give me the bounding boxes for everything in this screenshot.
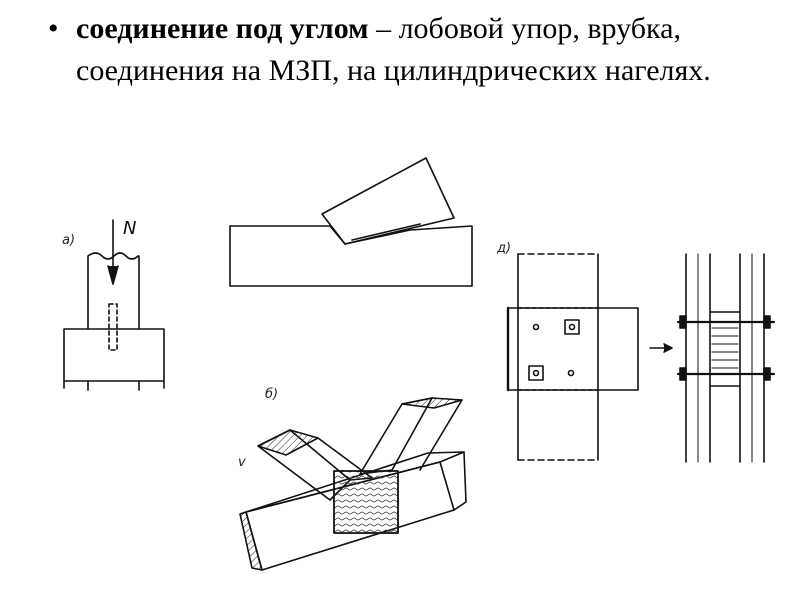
figure-b-truss-node: б) v	[238, 387, 467, 571]
figure-a-label: а)	[62, 233, 75, 248]
right-member-end	[401, 397, 463, 409]
left-member-end	[257, 429, 319, 456]
chord-end	[239, 511, 263, 571]
post-outline	[87, 252, 140, 330]
beam-outline	[63, 328, 165, 389]
notch-rafter	[321, 157, 455, 245]
figure-a-butt-joint: а) N	[62, 218, 165, 391]
right-member	[359, 397, 433, 475]
svg-text:v: v	[238, 455, 246, 470]
through-bolt-bottom	[676, 367, 776, 381]
bolt-washer	[564, 319, 580, 335]
side-column-left	[685, 253, 711, 463]
force-arrowhead	[107, 265, 119, 285]
figure-d-bolted-joint: д)	[496, 241, 776, 463]
side-column-right	[739, 253, 765, 463]
bolt	[567, 369, 575, 377]
bullet-text: соединение под углом – лобовой упор, вру…	[76, 8, 788, 92]
figure-b-label: б)	[265, 387, 278, 402]
force-label-n: N	[123, 218, 136, 239]
notch-beam	[229, 225, 473, 287]
bullet-marker: •	[48, 12, 59, 45]
figure-notch-joint	[229, 157, 473, 287]
bolt-washer	[528, 365, 544, 381]
bullet-item: • соединение под углом – лобовой упор, в…	[48, 8, 788, 92]
figure-d-label: д)	[496, 241, 511, 256]
column-outline	[517, 253, 599, 461]
spacer	[709, 311, 741, 387]
bullet-description: – лобовой упор, врубка, соединения на МЗ…	[76, 12, 711, 87]
through-bolt-top	[676, 315, 776, 329]
dowel-dashed	[108, 303, 118, 351]
bullet-term: соединение под углом	[76, 12, 369, 45]
gusset-plate	[333, 470, 399, 534]
bolt	[532, 323, 540, 331]
